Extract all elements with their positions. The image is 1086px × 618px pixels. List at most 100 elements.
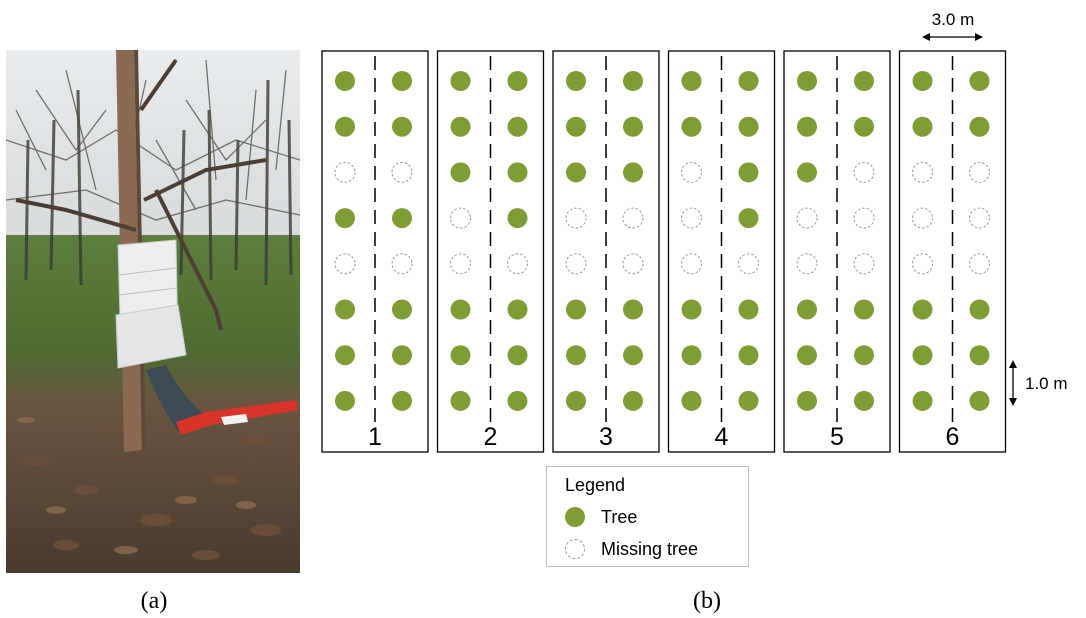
tree-marker [738, 116, 759, 137]
plot-border [783, 50, 891, 453]
tree-marker [623, 116, 643, 137]
missing-tree-marker [507, 253, 528, 275]
tree-marker [854, 345, 874, 366]
plot-number-label: 6 [946, 423, 960, 451]
plot-2: 2 [436, 50, 545, 453]
tree-marker [854, 116, 874, 137]
plot-number-label: 4 [715, 423, 729, 451]
tree-marker [797, 299, 817, 320]
tree-marker [623, 345, 643, 366]
missing-tree-marker [912, 253, 933, 275]
missing-tree-marker [391, 253, 413, 275]
plot-3: 3 [552, 50, 660, 453]
missing-tree-marker [853, 253, 875, 275]
missing-tree-marker-icon [565, 539, 585, 559]
missing-tree-marker [622, 253, 644, 275]
missing-tree-marker [912, 207, 933, 229]
orchard-photo [6, 50, 300, 573]
tree-marker [507, 390, 528, 411]
row-spacing-label: 3.0 m [932, 10, 975, 29]
tree-marker [912, 345, 933, 366]
tree-marker [854, 71, 874, 91]
tree-marker [507, 162, 528, 183]
tree-marker [392, 345, 412, 366]
tree-marker [912, 71, 933, 91]
tree-marker [969, 299, 990, 320]
tree-marker [507, 116, 528, 137]
legend-missing-label: Missing tree [601, 538, 699, 559]
missing-tree-marker [853, 161, 875, 183]
tree-marker [738, 299, 759, 320]
tree-marker [623, 299, 643, 320]
tree-marker [450, 71, 471, 91]
tree-marker [392, 299, 412, 320]
tree-marker [507, 299, 528, 320]
tree-marker [507, 208, 528, 229]
legend: Legend Tree Missing tree [546, 466, 749, 567]
missing-tree-marker [450, 253, 471, 275]
tree-marker [797, 162, 817, 183]
plot-border [321, 50, 429, 453]
tree-marker [623, 162, 643, 183]
missing-tree-marker [450, 207, 471, 229]
tree-spacing-label: 1.0 m [1025, 374, 1068, 393]
missing-tree-marker [912, 161, 933, 183]
plot-1: 1 [321, 50, 429, 453]
missing-tree-marker [853, 207, 875, 229]
caption-b: (b) [693, 588, 721, 614]
tree-marker [681, 299, 702, 320]
plots-group: 1 2 3 4 5 6 [321, 50, 1007, 453]
tree-marker [738, 345, 759, 366]
plot-4: 4 [667, 50, 776, 453]
tree-marker [797, 116, 817, 137]
missing-tree-marker [738, 253, 759, 275]
tree-marker [335, 299, 355, 320]
missing-tree-marker [969, 207, 990, 229]
plot-number-label: 2 [484, 423, 498, 451]
tree-marker [738, 162, 759, 183]
tree-marker [738, 71, 759, 91]
missing-tree-marker [565, 253, 587, 275]
tree-marker [507, 71, 528, 91]
missing-tree-marker [681, 161, 702, 183]
missing-tree-marker [334, 253, 356, 275]
tree-marker [450, 299, 471, 320]
tree-marker [392, 390, 412, 411]
tree-marker [969, 345, 990, 366]
tree-marker [738, 390, 759, 411]
tree-marker [566, 390, 586, 411]
tree-marker [738, 208, 759, 229]
tree-marker [681, 345, 702, 366]
plot-border [552, 50, 660, 453]
tree-spacing-dimension: 1.0 m [1009, 360, 1068, 406]
tree-marker [797, 345, 817, 366]
tree-marker [623, 390, 643, 411]
tree-marker [854, 299, 874, 320]
missing-tree-marker [681, 207, 702, 229]
missing-tree-marker [796, 207, 818, 229]
missing-tree-marker [681, 253, 702, 275]
tree-marker-icon [565, 507, 585, 527]
tree-marker [912, 390, 933, 411]
plot-number-label: 3 [599, 423, 613, 451]
tree-marker [566, 162, 586, 183]
missing-tree-marker [969, 253, 990, 275]
plot-6: 6 [898, 50, 1007, 453]
tree-marker [566, 71, 586, 91]
tree-marker [335, 345, 355, 366]
tree-marker [566, 116, 586, 137]
legend-item-tree: Tree [565, 505, 637, 529]
tree-marker [681, 390, 702, 411]
plot-number-label: 5 [830, 423, 844, 451]
tree-marker [912, 116, 933, 137]
legend-title: Legend [565, 475, 626, 495]
missing-tree-marker [622, 207, 644, 229]
orchard-layout-diagram: 1 2 3 4 5 6 3.0 m 1.0 m [321, 10, 1068, 453]
missing-tree-marker [334, 161, 356, 183]
missing-tree-marker [796, 253, 818, 275]
caption-a: (a) [140, 588, 168, 614]
tree-marker [797, 71, 817, 91]
row-spacing-dimension: 3.0 m [922, 10, 983, 41]
missing-tree-marker [565, 207, 587, 229]
tree-marker [335, 208, 355, 229]
